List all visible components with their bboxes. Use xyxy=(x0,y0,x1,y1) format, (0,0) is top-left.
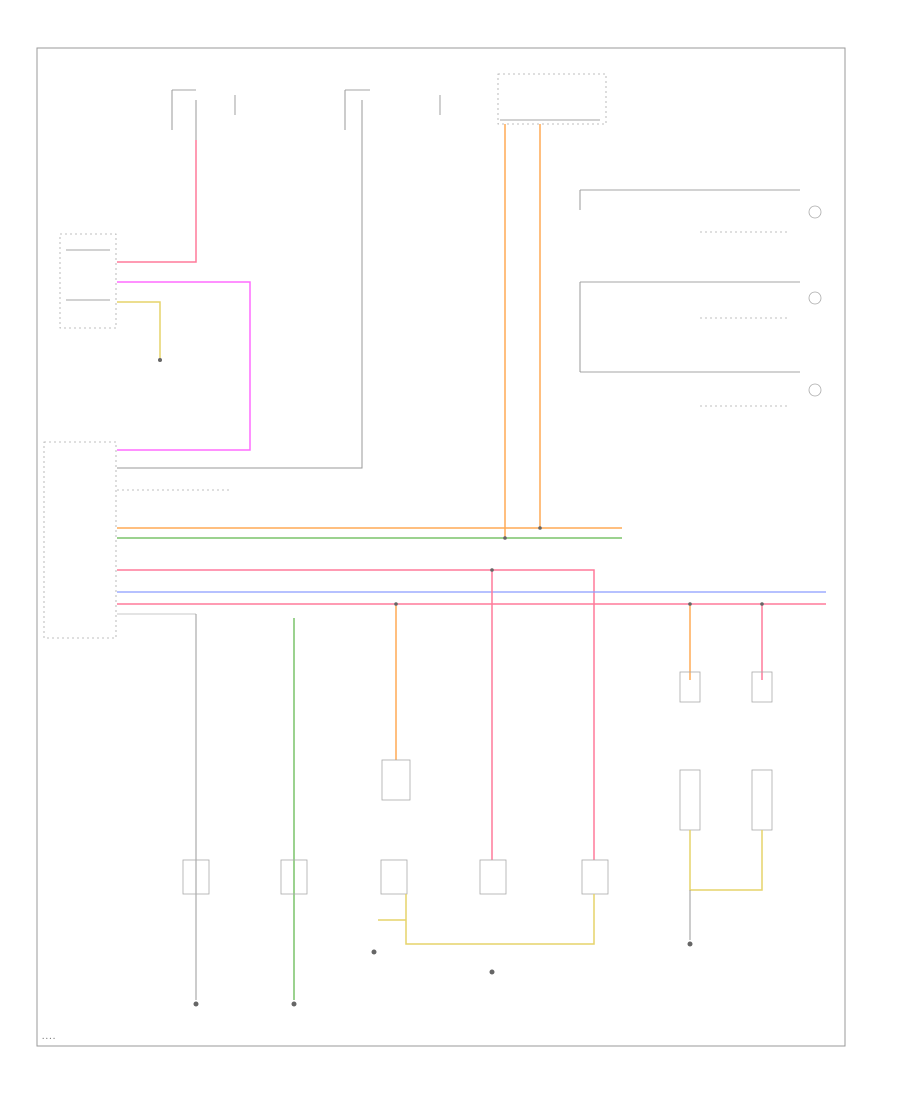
switch-row xyxy=(182,859,609,895)
control-module xyxy=(43,441,117,639)
lamp-group-right xyxy=(579,189,822,407)
wire-magenta xyxy=(117,281,251,451)
fuse-group-left xyxy=(171,89,236,140)
fuse-group-center xyxy=(344,89,441,140)
diagram-frame xyxy=(36,47,846,1047)
battery-component xyxy=(59,233,117,329)
wire-pink-bus xyxy=(117,569,595,860)
wire-yellow-battery xyxy=(117,301,161,358)
wire-gray-center xyxy=(117,140,363,469)
fuse-box-right xyxy=(497,73,607,125)
wire-yellow-ground xyxy=(405,894,595,945)
wire-pink-supply xyxy=(117,140,197,263)
wire-yellow-right xyxy=(689,830,763,891)
footer-code: • • • • xyxy=(42,1036,55,1041)
